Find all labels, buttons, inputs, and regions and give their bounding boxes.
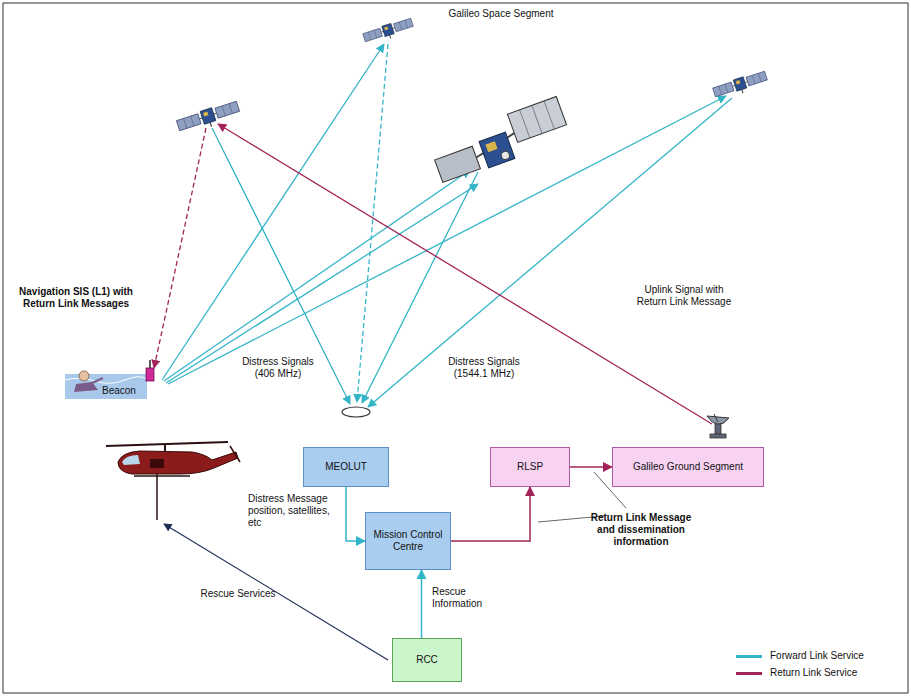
rescue-arrow — [164, 524, 388, 660]
beacon-illustration — [65, 360, 154, 399]
process-box: RCC — [392, 638, 462, 682]
legend-swatch — [736, 655, 762, 658]
satellite — [712, 70, 769, 102]
node-text: RCC — [416, 654, 438, 666]
helicopter — [106, 442, 240, 520]
connector — [451, 487, 530, 541]
connector — [346, 487, 365, 541]
annotation-label: Return Link Message and dissemination in… — [582, 512, 700, 548]
process-box: Mission Control Centre — [365, 512, 451, 570]
node-text: MEOLUT — [325, 461, 367, 473]
process-box: Galileo Ground Segment — [612, 447, 764, 487]
forward-link-signals — [162, 44, 732, 407]
frame — [3, 3, 908, 693]
legend-entry: Forward Link Service — [736, 650, 864, 662]
node-text: RLSP — [517, 461, 543, 473]
satellite-large — [428, 96, 571, 184]
annotation-label: Distress Signals (1544.1 MHz) — [438, 356, 530, 380]
return-link-signals — [154, 124, 712, 424]
satellite — [362, 17, 414, 46]
edge-label: Rescue Information — [432, 586, 496, 610]
connector — [570, 466, 612, 468]
uplink-antenna — [707, 414, 729, 438]
annotation-label: Rescue Services — [200, 588, 276, 600]
edge-label: Distress Message position, satellites, e… — [248, 493, 342, 529]
receiver-antenna — [342, 407, 370, 417]
legend-text: Return Link Service — [770, 667, 857, 679]
annotation-label: Galileo Space Segment — [448, 8, 554, 20]
legend-entry: Return Link Service — [736, 667, 857, 679]
node-text: Mission Control Centre — [371, 529, 445, 553]
process-box: RLSP — [490, 447, 570, 487]
satellite — [176, 100, 241, 137]
process-box: MEOLUT — [303, 447, 389, 487]
annotation-label: Distress Signals (406 MHz) — [238, 356, 318, 380]
legend-text: Forward Link Service — [770, 650, 864, 662]
node-text: Galileo Ground Segment — [633, 461, 743, 473]
annotation-label: Beacon — [102, 385, 144, 397]
annotation-label: Navigation SIS (L1) with Return Link Mes… — [18, 286, 134, 310]
annotation-label: Uplink Signal with Return Link Message — [636, 284, 732, 308]
connector — [421, 570, 423, 638]
legend-swatch — [736, 672, 762, 675]
